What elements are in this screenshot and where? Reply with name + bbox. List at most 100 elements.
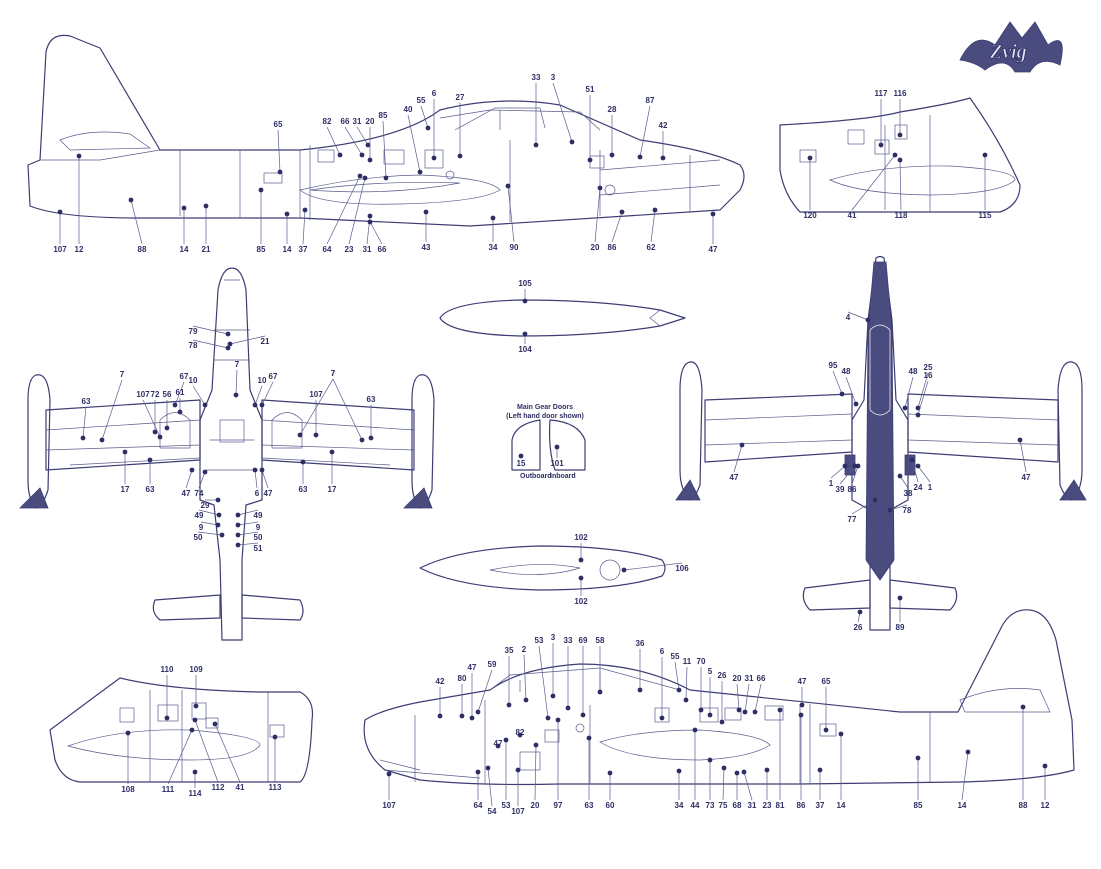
- callout-dot: [235, 532, 241, 538]
- callout-dot: [721, 765, 727, 771]
- callout-side-right: 33: [564, 636, 573, 711]
- callout-dot: [909, 457, 915, 463]
- callout-plan-top: 26: [854, 609, 863, 632]
- callout-number: 29: [201, 501, 210, 510]
- callout-number: 3: [551, 73, 556, 82]
- leader-line: [845, 376, 857, 405]
- callout-number: 12: [1041, 801, 1050, 810]
- callout-nose-left-bottom: 110: [161, 665, 174, 721]
- callout-number: 9: [256, 523, 261, 532]
- callout-dot: [897, 157, 903, 163]
- gear-doors-subtitle: (Left hand door shown): [506, 413, 584, 420]
- callout-number: 56: [163, 390, 172, 399]
- callout-side-right: 11: [683, 657, 692, 703]
- callout-number: 48: [909, 367, 918, 376]
- callout-side-right: 58: [596, 636, 605, 695]
- callout-number: 47: [182, 489, 191, 498]
- callout-dot: [823, 727, 829, 733]
- callout-plan-bottom: 50: [235, 531, 263, 542]
- callout-number: 23: [345, 245, 354, 254]
- callout-dot: [157, 434, 163, 440]
- leader-line: [369, 221, 383, 245]
- callout-plan-bottom: 61: [176, 388, 185, 415]
- leader-line: [534, 744, 537, 801]
- leader-line: [326, 175, 361, 245]
- callout-number: 15: [517, 459, 526, 468]
- callout-dot: [878, 142, 884, 148]
- callout-dot: [284, 211, 290, 217]
- callout-dot: [637, 154, 643, 160]
- callout-plan-top: 77: [848, 497, 878, 524]
- callout-nose-right-top: 118: [895, 157, 908, 220]
- leader-line: [198, 509, 220, 516]
- callout-dot: [777, 707, 783, 713]
- callout-dot: [437, 713, 443, 719]
- callout-nose-left-bottom: 108: [121, 730, 135, 794]
- callout-number: 41: [236, 783, 245, 792]
- callout-dot: [152, 429, 158, 435]
- callout-number: 85: [257, 245, 266, 254]
- callout-side-left: 86: [608, 209, 625, 252]
- callout-number: 6: [432, 89, 437, 98]
- callout-dot: [652, 207, 658, 213]
- callout-number: 27: [456, 93, 465, 102]
- callout-number: 9: [199, 523, 204, 532]
- callout-side-left: 66: [341, 117, 365, 158]
- callout-number: 20: [591, 243, 600, 252]
- callout-dot: [578, 575, 584, 581]
- callout-number: 37: [816, 801, 825, 810]
- callout-dot: [313, 432, 319, 438]
- callout-dot: [475, 769, 481, 775]
- callout-number: 53: [502, 801, 511, 810]
- callout-dot: [192, 769, 198, 775]
- callout-number: 64: [474, 801, 483, 810]
- callout-side-right: 64: [474, 769, 483, 810]
- drop-tank-side: [419, 545, 666, 591]
- callout-number: 69: [579, 636, 588, 645]
- callout-side-right: 75: [719, 765, 728, 810]
- callout-dot: [272, 734, 278, 740]
- leader-line: [130, 199, 143, 245]
- callout-plan-bottom: 67: [172, 372, 189, 408]
- callout-number: 85: [379, 111, 388, 120]
- callout-dot: [515, 767, 521, 773]
- callout-side-left: 107: [53, 209, 67, 254]
- leader-line: [82, 406, 87, 439]
- callout-plan-bottom: 49: [195, 509, 222, 520]
- callout-number: 102: [574, 597, 588, 606]
- callout-dot: [586, 735, 592, 741]
- callout-side-left: 85: [379, 111, 389, 181]
- callout-side-right: 53: [535, 636, 551, 721]
- callout-side-right: 3: [550, 633, 556, 699]
- callout-number: 1: [928, 483, 933, 492]
- callout-number: 62: [647, 243, 656, 252]
- callout-side-right: 47: [494, 739, 503, 749]
- callout-side-right: 68: [733, 770, 742, 810]
- callout-side-right: 73: [706, 757, 715, 810]
- leader-line: [507, 185, 515, 243]
- callout-nose-right-top: 116: [894, 89, 907, 138]
- callout-number: 61: [176, 388, 185, 397]
- callout-dot: [892, 152, 898, 158]
- callout-dot: [202, 469, 208, 475]
- callout-dot: [587, 157, 593, 163]
- callout-dot: [215, 497, 221, 503]
- callout-number: 20: [733, 674, 742, 683]
- callout-number: 65: [274, 120, 283, 129]
- callout-number: 17: [121, 485, 130, 494]
- leader-line: [174, 381, 185, 406]
- callout-number: 34: [489, 243, 498, 252]
- callout-side-left: 82: [323, 117, 343, 158]
- callout-number: 35: [505, 646, 514, 655]
- callout-dot: [807, 155, 813, 161]
- callout-dot: [459, 713, 465, 719]
- callout-side-right: 97: [554, 717, 563, 810]
- callout-side-right: 107: [511, 767, 525, 816]
- callout-plan-bottom: 63: [80, 397, 91, 441]
- callout-number: 51: [254, 544, 263, 553]
- callout-side-right: 107: [382, 771, 396, 810]
- callout-number: 116: [894, 89, 907, 98]
- callout-side-right: 65: [822, 677, 831, 733]
- plan-view-underside: [19, 267, 435, 641]
- callout-number: 6: [255, 489, 260, 498]
